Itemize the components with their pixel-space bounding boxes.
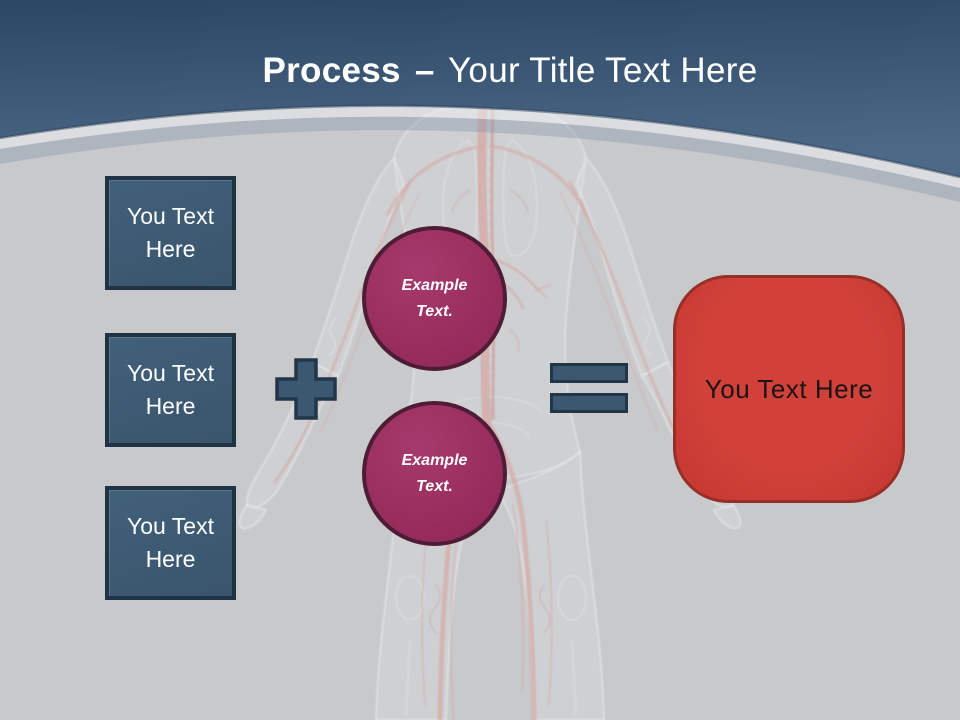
- example-circle-2[interactable]: Example Text.: [362, 401, 507, 546]
- plus-icon[interactable]: [275, 358, 337, 420]
- title-rest: Your Title Text Here: [448, 51, 758, 90]
- title-separator: –: [414, 51, 435, 90]
- example-circle-2-label: Example Text.: [401, 451, 468, 495]
- input-box-3[interactable]: You Text Here: [105, 486, 236, 600]
- input-box-3-label: You Text Here: [127, 512, 214, 572]
- slide-title[interactable]: Process – Your Title Text Here: [60, 50, 960, 92]
- example-circle-1-label: Example Text.: [401, 276, 468, 320]
- input-box-1-label: You Text Here: [127, 202, 214, 262]
- input-box-2[interactable]: You Text Here: [105, 333, 236, 447]
- equals-bar: [550, 363, 628, 383]
- result-box[interactable]: You Text Here: [673, 275, 905, 503]
- equals-bar: [550, 393, 628, 413]
- result-box-label: You Text Here: [704, 373, 874, 404]
- example-circle-1[interactable]: Example Text.: [362, 226, 507, 371]
- vascular-detail: [273, 55, 707, 720]
- input-box-1[interactable]: You Text Here: [105, 176, 236, 290]
- title-emphasis: Process: [262, 51, 401, 90]
- equals-icon[interactable]: [550, 363, 628, 413]
- input-box-2-label: You Text Here: [127, 359, 214, 419]
